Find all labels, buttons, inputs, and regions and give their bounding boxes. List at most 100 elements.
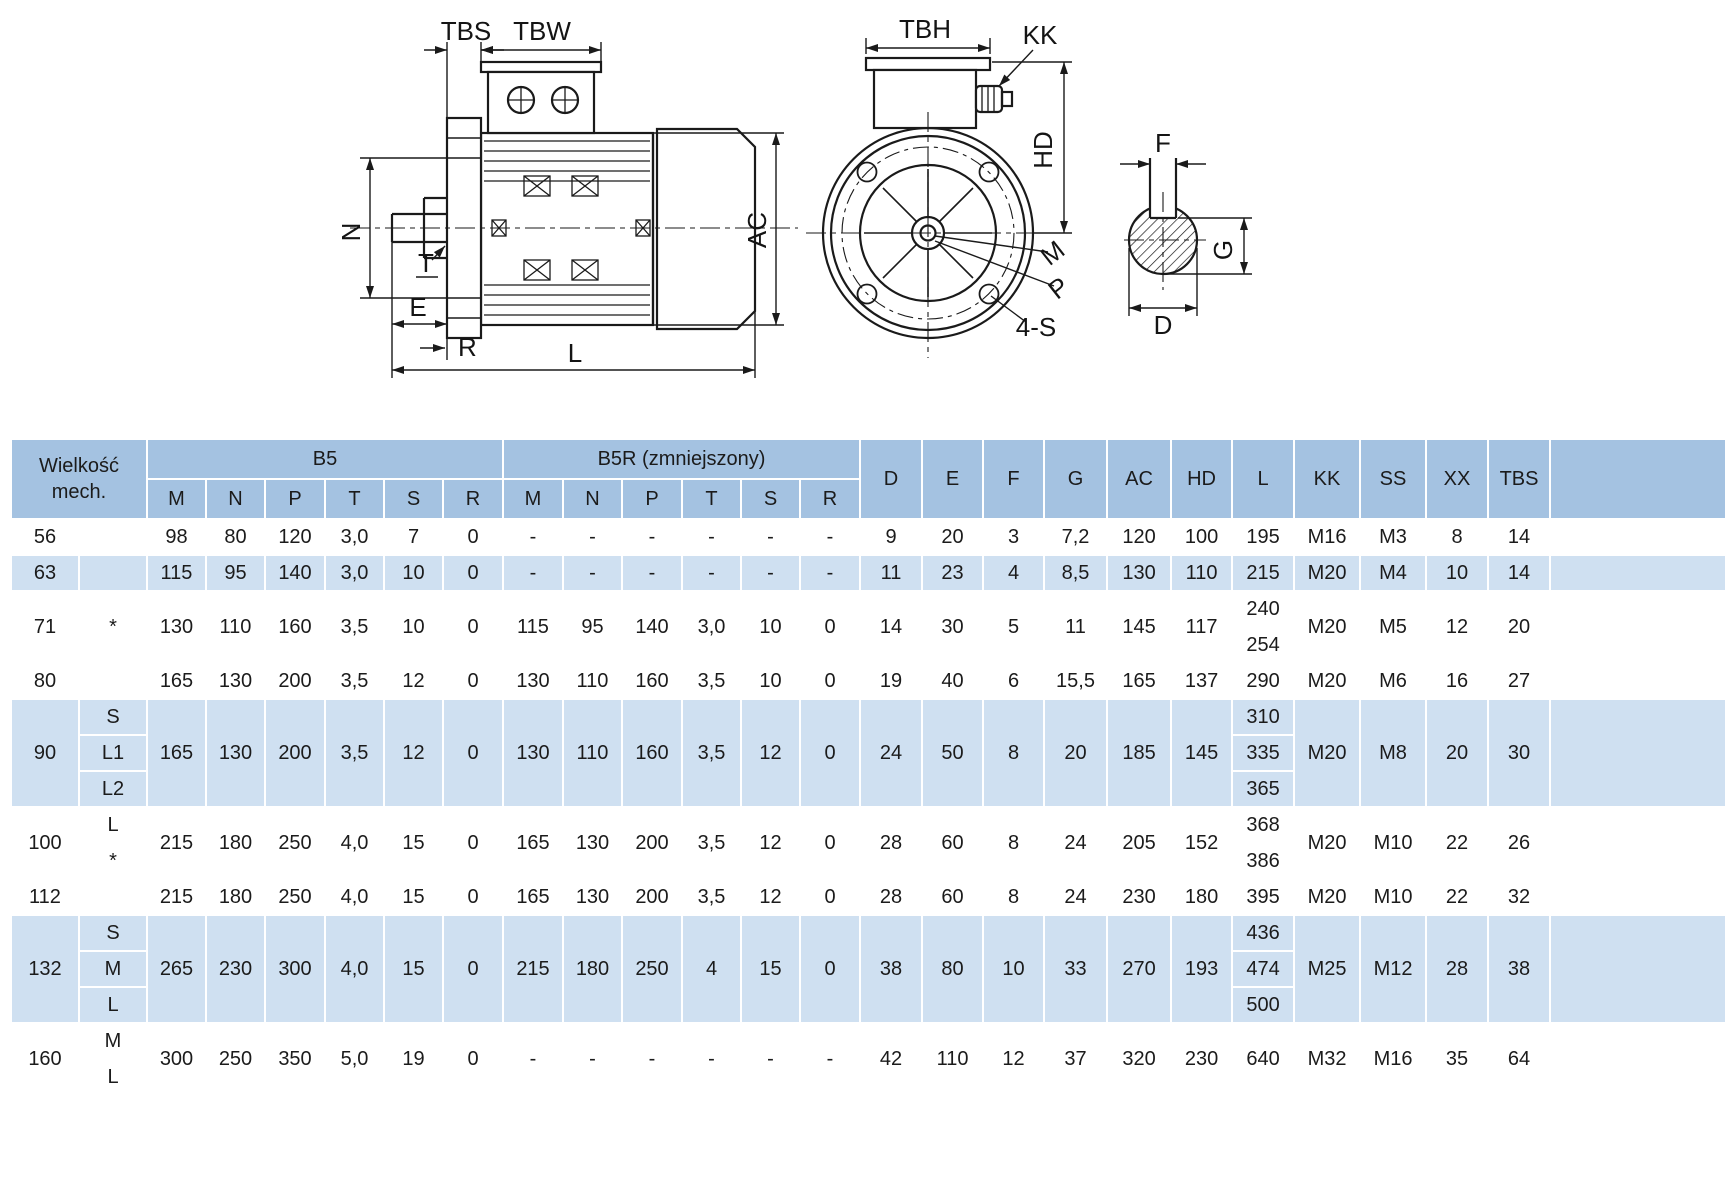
table-cell: 0 — [442, 698, 504, 808]
table-cell: 152 — [1170, 806, 1234, 880]
header-cell: TBS — [1487, 438, 1552, 520]
table-cell: 23 — [921, 554, 985, 592]
table-cell: 4 — [982, 554, 1046, 592]
table-cell: 310 — [1231, 698, 1296, 736]
table-cell: M4 — [1359, 554, 1428, 592]
table-cell: 0 — [442, 662, 504, 700]
table-cell: 200 — [264, 662, 326, 700]
table-cell: 35 — [1425, 1022, 1490, 1096]
table-cell: S — [78, 914, 148, 952]
table-cell: 3,5 — [681, 698, 742, 808]
table-cell: - — [621, 1022, 683, 1096]
table-cell: 20 — [1043, 698, 1109, 808]
dim-label-tbs: TBS — [441, 16, 492, 46]
table-cell: 22 — [1425, 806, 1490, 880]
header-cell: SS — [1359, 438, 1428, 520]
table-cell: M20 — [1293, 878, 1362, 916]
table-cell: 386 — [1231, 842, 1296, 880]
table-cell: 80 — [921, 914, 985, 1024]
table-cell: M20 — [1293, 662, 1362, 700]
table-cell: 115 — [146, 554, 207, 592]
table-cell: 8,5 — [1043, 554, 1109, 592]
table-cell: 180 — [205, 878, 266, 916]
table-cell: 180 — [1170, 878, 1234, 916]
dim-label-e: E — [409, 292, 426, 322]
header-cell: L — [1231, 438, 1296, 520]
table-row-size-71: 254 — [11, 626, 1726, 664]
table-cell: - — [502, 554, 564, 592]
table-cell: 95 — [205, 554, 266, 592]
table-cell: 5 — [982, 590, 1046, 664]
table-cell: - — [562, 554, 623, 592]
table-cell: 20 — [1425, 698, 1490, 808]
table-cell: - — [798, 554, 862, 592]
table-cell: M6 — [1359, 662, 1428, 700]
dim-label-t: T — [418, 248, 434, 278]
dim-label-r: R — [458, 332, 477, 362]
table-cell: - — [681, 554, 742, 592]
header-cell: E — [921, 438, 985, 520]
table-cell: * — [78, 590, 148, 664]
table-cell: 130 — [205, 698, 266, 808]
table-cell — [78, 554, 148, 592]
table-cell: 160 — [621, 662, 683, 700]
table-cell: 137 — [1170, 662, 1234, 700]
table-cell: 14 — [859, 590, 924, 664]
header-cell: S — [740, 478, 801, 520]
table-cell: - — [798, 1022, 862, 1096]
table-cell: 24 — [1043, 806, 1109, 880]
table-cell: - — [621, 518, 683, 556]
table-cell: 11 — [1043, 590, 1109, 664]
table-cell: M10 — [1359, 878, 1428, 916]
table-cell: 290 — [1231, 662, 1296, 700]
table-cell: 10 — [383, 554, 444, 592]
table-cell — [1549, 590, 1728, 664]
dim-label-kk: KK — [1023, 20, 1058, 50]
table-cell: 160 — [621, 698, 683, 808]
table-cell: 130 — [502, 698, 564, 808]
table-cell: 10 — [740, 590, 801, 664]
table-cell: 165 — [502, 878, 564, 916]
table-cell: 165 — [146, 698, 207, 808]
table-cell: 20 — [921, 518, 985, 556]
table-cell: 19 — [383, 1022, 444, 1096]
table-cell: 24 — [1043, 878, 1109, 916]
table-cell: 71 — [10, 590, 80, 664]
dim-label-tbh: TBH — [899, 14, 951, 44]
table-cell: 100 — [1170, 518, 1234, 556]
table-cell: 115 — [502, 590, 564, 664]
table-cell: 185 — [1106, 698, 1173, 808]
table-cell: 250 — [264, 806, 326, 880]
table-cell — [78, 662, 148, 700]
table-cell: 4,0 — [324, 806, 385, 880]
table-cell: 64 — [1487, 1022, 1552, 1096]
table-cell — [1549, 914, 1728, 1024]
table-cell: - — [740, 1022, 801, 1096]
table-cell: 140 — [621, 590, 683, 664]
header-wielkosc: Wielkość mech. — [10, 438, 148, 520]
table-cell: L — [78, 986, 148, 1024]
table-cell: 60 — [921, 806, 985, 880]
table-cell — [1549, 1022, 1728, 1096]
table-cell: - — [740, 518, 801, 556]
table-cell: 110 — [921, 1022, 985, 1096]
table-cell: L1 — [78, 734, 148, 772]
table-cell: - — [798, 518, 862, 556]
table-cell: - — [562, 518, 623, 556]
table-cell: 95 — [562, 590, 623, 664]
header-cell: P — [621, 478, 683, 520]
table-cell: M5 — [1359, 590, 1428, 664]
table-cell: 33 — [1043, 914, 1109, 1024]
table-cell: 12 — [1425, 590, 1490, 664]
table-cell: * — [78, 842, 148, 880]
table-cell: 110 — [562, 662, 623, 700]
table-cell: 15,5 — [1043, 662, 1109, 700]
table-cell: 300 — [264, 914, 326, 1024]
table-cell: 38 — [1487, 914, 1552, 1024]
table-cell: 4,0 — [324, 878, 385, 916]
